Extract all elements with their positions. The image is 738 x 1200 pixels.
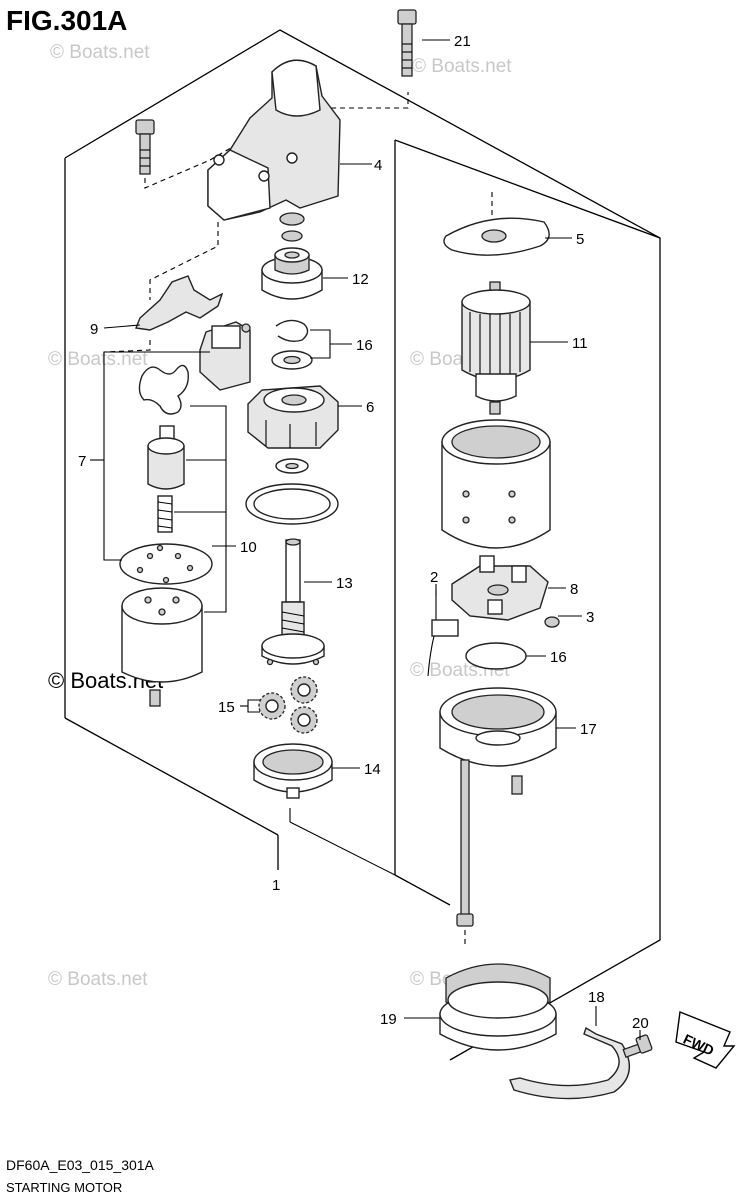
plate-5 <box>443 217 550 256</box>
shaft-13 <box>261 538 325 666</box>
screw-20 <box>622 1034 653 1059</box>
drawing-code: DF60A_E03_015_301A <box>6 1157 155 1173</box>
fwd-arrow-icon: FWD <box>675 1011 736 1069</box>
solenoid-7 <box>119 321 251 707</box>
watermark: © Boats.net <box>50 42 150 63</box>
callout-13: 13 <box>336 575 353 592</box>
through-bolt <box>456 759 474 927</box>
callout-21: 21 <box>454 33 471 50</box>
callout-16-lower: 16 <box>550 649 567 666</box>
bolt-21 <box>397 9 417 77</box>
callout-7: 7 <box>78 453 86 470</box>
callout-12: 12 <box>352 271 369 288</box>
callout-17: 17 <box>580 721 597 738</box>
bolt-small <box>135 119 155 175</box>
figure-title: FIG.301A <box>6 5 127 36</box>
bracket-6 <box>247 385 339 449</box>
callout-6: 6 <box>366 399 374 416</box>
callout-9: 9 <box>90 321 98 338</box>
lever-9 <box>135 275 224 331</box>
watermark: © Boats.net <box>48 969 148 990</box>
watermark: © Boats.net <box>48 349 148 370</box>
end-cover-17 <box>439 687 557 795</box>
internal-gear-14 <box>253 743 333 799</box>
callout-2: 2 <box>430 569 438 586</box>
strap-18 <box>509 1026 631 1100</box>
lead-wire-2 <box>427 590 459 677</box>
watermark: © Boats.net <box>412 56 512 77</box>
planetary-gears-15 <box>258 676 318 734</box>
washer-and-seal <box>245 458 339 525</box>
housing-4 <box>207 59 341 226</box>
nut-3 <box>544 616 560 628</box>
callout-4: 4 <box>374 157 382 174</box>
callout-15: 15 <box>218 699 235 716</box>
armature-11 <box>461 281 531 415</box>
callouts: 21 4 5 12 9 16 11 6 7 10 13 2 8 3 16 15 … <box>78 33 649 1032</box>
brush-holder-8 <box>451 555 549 621</box>
assembly-frame <box>64 29 661 1061</box>
callout-11: 11 <box>572 335 588 352</box>
yoke <box>441 419 551 549</box>
callout-16-upper: 16 <box>356 337 373 354</box>
washer-16-lower <box>465 642 527 670</box>
caption: STARTING MOTOR <box>6 1180 122 1195</box>
callout-10: 10 <box>240 539 257 556</box>
callout-19: 19 <box>380 1011 397 1028</box>
leader-lines <box>90 39 641 1040</box>
callout-14: 14 <box>364 761 381 778</box>
callout-8: 8 <box>570 581 578 598</box>
callout-18: 18 <box>588 989 605 1006</box>
bracket-ring-19 <box>439 963 557 1051</box>
callout-1: 1 <box>272 877 280 894</box>
callout-3: 3 <box>586 609 594 626</box>
clip-washer-16 <box>271 319 313 370</box>
callout-20: 20 <box>632 1015 649 1032</box>
pinion-gear-12 <box>261 230 323 300</box>
callout-5: 5 <box>576 231 584 248</box>
